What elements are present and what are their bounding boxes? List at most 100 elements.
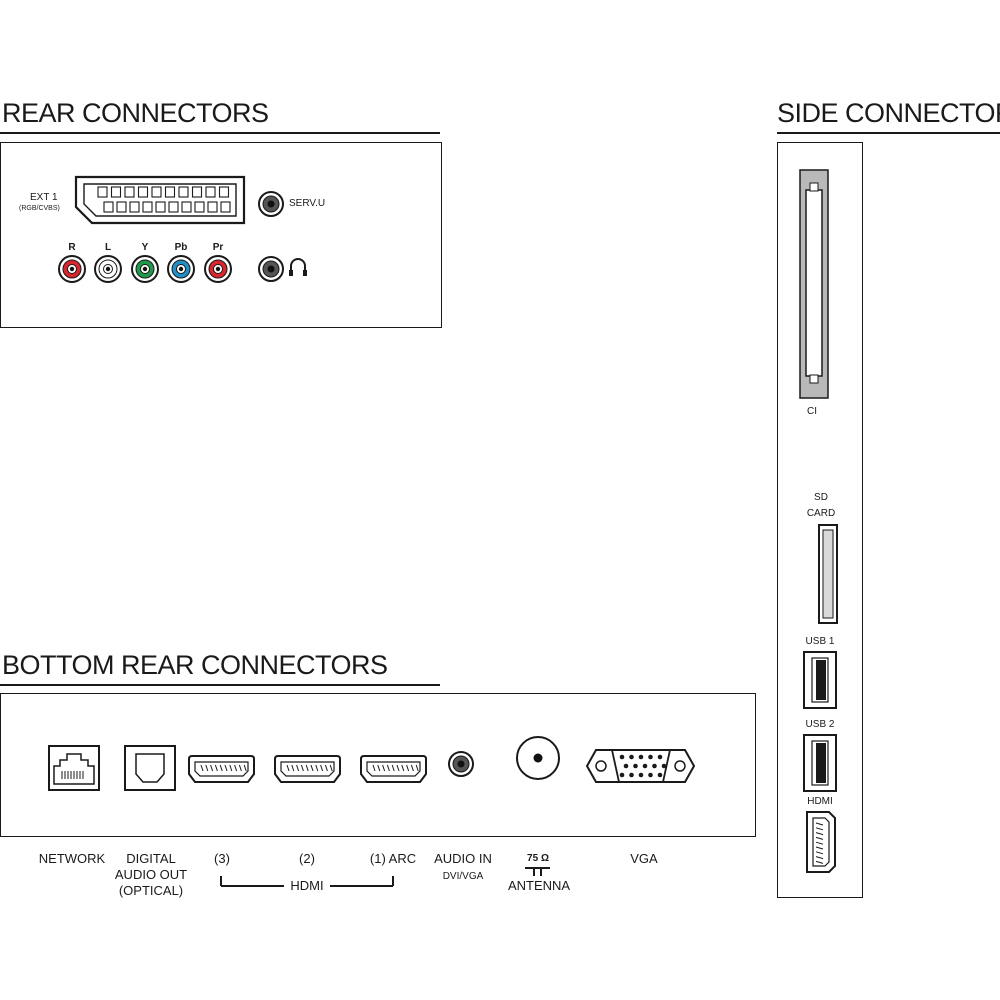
digital-audio-label-1: DIGITAL: [126, 851, 176, 866]
bottom-rear-connectors-panel: [0, 693, 756, 837]
antenna-ohm-label: 75 Ω: [527, 853, 549, 864]
scart-pin: [168, 201, 179, 213]
vga-label: VGA: [630, 851, 658, 866]
scart-pin: [124, 186, 135, 198]
scart-pin: [97, 186, 108, 198]
hdmi-pin-ticks: [372, 764, 419, 772]
antenna-symbol-icon: [525, 867, 550, 876]
headphones-icon: [289, 258, 307, 276]
rca-label-l: L: [104, 242, 112, 253]
scart-pin: [181, 201, 192, 213]
rca-jack-pin: [105, 266, 111, 272]
scart-pin: [110, 186, 122, 198]
scart-connector: [74, 175, 246, 225]
serv-u-jack: [258, 191, 284, 217]
hdmi-3-label: (3): [214, 851, 230, 866]
bottom-rear-title-rule: [0, 684, 440, 686]
hdmi-1-arc-label: (1) ARC: [369, 851, 417, 866]
scart-pin: [207, 201, 218, 213]
usb-1-label: USB 1: [805, 636, 835, 647]
side-hdmi-label: HDMI: [807, 796, 833, 807]
hdmi-2-label: (2): [299, 851, 315, 866]
vga-pin: [629, 754, 634, 760]
sd-card-label-1: SD: [814, 492, 828, 503]
rca-jack-outer: [131, 255, 159, 283]
scart-pin: [129, 201, 140, 213]
rca-label-y: Y: [141, 242, 149, 253]
vga-pin: [648, 772, 653, 778]
vga-pin: [657, 754, 663, 760]
sd-card-slot: [818, 524, 838, 624]
rear-connectors-panel: [0, 142, 442, 328]
vga-port: [585, 749, 696, 783]
hdmi-group-bracket: [220, 876, 394, 887]
vga-pin: [638, 754, 644, 760]
headphone-jack: [258, 256, 284, 282]
rca-jack-pin: [215, 266, 221, 272]
rear-title-rule: [0, 132, 440, 134]
antenna-label: ANTENNA: [507, 878, 571, 893]
sd-card-label-2: CARD: [806, 508, 836, 519]
rca-jack-outer: [94, 255, 122, 283]
ext1-sublabel: (RGB/CVBS): [19, 205, 60, 212]
rca-jack-pin: [178, 266, 184, 272]
rca-jack-outer: [167, 255, 195, 283]
audio-in-jack: [448, 751, 474, 777]
ci-slot: [799, 169, 829, 399]
vga-pin: [652, 763, 657, 769]
vga-pin: [657, 772, 663, 778]
network-label: NETWORK: [38, 851, 106, 866]
side-connectors-title: SIDE CONNECTORS: [777, 98, 1000, 128]
side-title-rule: [777, 132, 1000, 134]
vga-pin: [629, 772, 634, 778]
ext1-label: EXT 1: [30, 192, 58, 203]
scart-pin: [205, 186, 216, 198]
side-hdmi-port: [806, 811, 836, 873]
vga-pin: [633, 763, 638, 769]
vga-pin: [619, 754, 625, 760]
vga-pin: [642, 763, 648, 769]
scart-pin: [178, 186, 189, 198]
scart-pin: [116, 201, 127, 213]
network-port: [48, 745, 100, 791]
scart-pin: [137, 186, 149, 198]
hdmi-group-label: HDMI: [290, 878, 324, 893]
digital-audio-label-3: (OPTICAL): [118, 883, 184, 898]
scart-pin: [218, 186, 230, 198]
rca-jack-outer: [204, 255, 232, 283]
scart-pin: [194, 201, 205, 213]
rca-jack-outer: [58, 255, 86, 283]
hdmi-port-1-arc: [360, 755, 427, 783]
usb-2-label: USB 2: [805, 719, 835, 730]
hdmi-port-2: [274, 755, 341, 783]
usb-2-port: [803, 734, 837, 792]
serv-u-label: SERV.U: [289, 198, 326, 209]
audio-in-label: AUDIO IN: [434, 851, 492, 866]
rca-label-pb: Pb: [174, 242, 188, 253]
ci-label: CI: [807, 406, 817, 417]
vga-pin: [623, 763, 629, 769]
usb-1-port: [803, 651, 837, 709]
vga-pin: [619, 772, 625, 778]
scart-pin: [151, 186, 162, 198]
rca-label-pr: Pr: [212, 242, 224, 253]
scart-pin: [220, 201, 231, 213]
scart-pin: [191, 186, 203, 198]
scart-pin: [103, 201, 114, 213]
bottom-rear-connectors-title: BOTTOM REAR CONNECTORS: [2, 650, 388, 680]
scart-pin: [155, 201, 166, 213]
hdmi-pin-ticks: [200, 764, 247, 772]
vga-pin: [638, 772, 644, 778]
optical-port: [124, 745, 176, 791]
side-connectors-panel: [777, 142, 863, 898]
hdmi-port-3: [188, 755, 255, 783]
scart-pin: [164, 186, 176, 198]
vga-pin: [648, 754, 653, 760]
scart-pin: [142, 201, 153, 213]
rear-connectors-title: REAR CONNECTORS: [2, 98, 269, 128]
rca-label-r: R: [68, 242, 76, 253]
digital-audio-label-2: AUDIO OUT: [114, 867, 188, 882]
antenna-port: [516, 736, 560, 780]
rca-jack-pin: [142, 266, 148, 272]
